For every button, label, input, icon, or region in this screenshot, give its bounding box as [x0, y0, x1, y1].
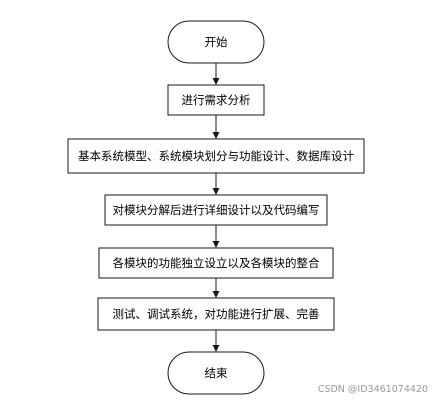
node-label: 基本系统模型、系统模块划分与功能设计、数据库设计: [78, 149, 354, 163]
process-box: 各模块的功能独立设立以及各模块的整合: [98, 247, 334, 279]
process-box: 基本系统模型、系统模块划分与功能设计、数据库设计: [67, 138, 365, 174]
process-box-shape: [67, 138, 365, 174]
flow-arrow: [212, 63, 220, 85]
process-box-shape: [98, 247, 334, 279]
end-terminator: 结束: [167, 351, 265, 395]
process-box: 对模块分解后进行详细设计以及代码编写: [104, 194, 328, 226]
process-box-shape: [104, 194, 328, 226]
terminator-shape: [167, 20, 265, 64]
process-box-shape: [97, 297, 335, 331]
node-label: 进行需求分析: [182, 93, 251, 107]
start-terminator: 开始: [167, 20, 265, 64]
node-label: 对模块分解后进行详细设计以及代码编写: [113, 203, 320, 217]
terminator-shape: [167, 351, 265, 395]
node-label: 结束: [205, 366, 228, 380]
watermark-text: CSDN @ID3461074420: [317, 384, 428, 395]
process-box-shape: [167, 84, 265, 116]
node-label: 开始: [205, 35, 228, 49]
flow-arrow: [212, 173, 220, 195]
flow-arrow: [212, 115, 220, 139]
node-label: 测试、调试系统，对功能进行扩展、完善: [113, 307, 320, 321]
process-box: 进行需求分析: [167, 84, 265, 116]
flow-arrow: [212, 278, 220, 298]
process-box: 测试、调试系统，对功能进行扩展、完善: [97, 297, 335, 331]
flow-arrow: [212, 330, 220, 352]
node-label: 各模块的功能独立设立以及各模块的整合: [113, 256, 320, 270]
flow-arrow: [212, 225, 220, 248]
